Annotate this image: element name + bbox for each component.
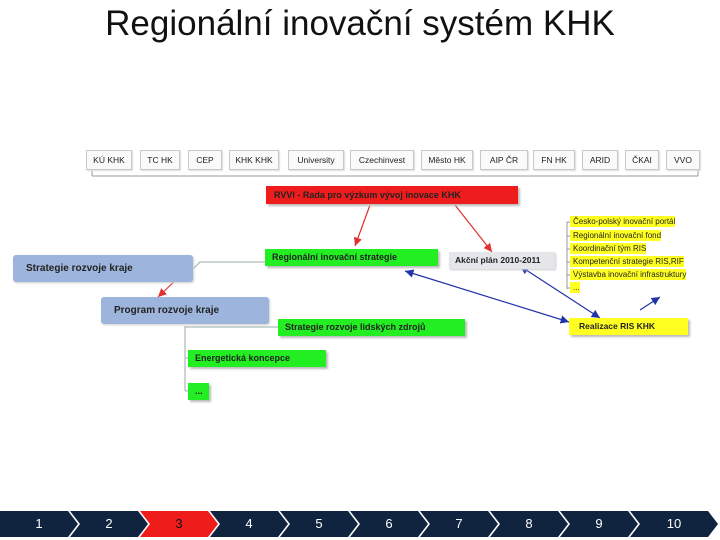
nav-item-2[interactable]: 2 bbox=[70, 511, 148, 537]
implementation-list: Česko-polský inovační portál Regionální … bbox=[570, 214, 708, 294]
nav-item-label: 3 bbox=[175, 516, 183, 531]
org-box: ARID bbox=[582, 150, 618, 170]
human-resources-box: Strategie rozvoje lidských zdrojů bbox=[278, 319, 465, 336]
energy-concept-box: Energetická koncepce bbox=[188, 350, 326, 367]
slide-navigation: 1 2 3 4 5 6 7 8 9 10 bbox=[0, 511, 720, 537]
regional-program-box: Program rozvoje kraje bbox=[101, 297, 269, 324]
nav-item-4[interactable]: 4 bbox=[210, 511, 288, 537]
nav-item-label: 8 bbox=[525, 516, 533, 531]
nav-item-3[interactable]: 3 bbox=[140, 511, 218, 537]
org-box: Město HK bbox=[421, 150, 473, 170]
org-box: CEP bbox=[188, 150, 222, 170]
ris-implementation-box: Realizace RIS KHK bbox=[569, 318, 688, 335]
slide-title: Regionální inovační systém KHK bbox=[105, 4, 615, 43]
rvvi-box: RVVI - Rada pro výzkum vývoj inovace KHK bbox=[266, 186, 518, 204]
nav-item-label: 4 bbox=[245, 516, 253, 531]
org-box: KHK KHK bbox=[229, 150, 279, 170]
nav-item-label: 9 bbox=[595, 516, 603, 531]
nav-item-label: 1 bbox=[35, 516, 43, 531]
nav-item-label: 5 bbox=[315, 516, 323, 531]
org-box: KÚ KHK bbox=[86, 150, 132, 170]
org-box: VVO bbox=[666, 150, 700, 170]
list-item: Regionální inovační fond bbox=[570, 230, 662, 241]
list-item: Česko-polský inovační portál bbox=[570, 216, 676, 227]
ellipsis-box: ... bbox=[188, 383, 209, 400]
ris-strategy-box: Regionální inovační strategie bbox=[265, 249, 438, 266]
list-item: Koordinační tým RIS bbox=[570, 243, 647, 254]
org-box: FN HK bbox=[533, 150, 575, 170]
nav-item-8[interactable]: 8 bbox=[490, 511, 568, 537]
org-box: AIP ČR bbox=[480, 150, 528, 170]
nav-item-label: 2 bbox=[105, 516, 113, 531]
nav-item-label: 10 bbox=[666, 516, 682, 531]
list-item: Kompetenční strategie RIS,RIF bbox=[570, 256, 684, 267]
org-box: ČKAI bbox=[625, 150, 659, 170]
org-box: Czechinvest bbox=[350, 150, 414, 170]
nav-item-5[interactable]: 5 bbox=[280, 511, 358, 537]
nav-item-7[interactable]: 7 bbox=[420, 511, 498, 537]
nav-item-label: 6 bbox=[385, 516, 393, 531]
org-box: TC HK bbox=[140, 150, 180, 170]
nav-item-10[interactable]: 10 bbox=[630, 511, 718, 537]
nav-item-9[interactable]: 9 bbox=[560, 511, 638, 537]
list-item: Výstavba inovační infrastruktury bbox=[570, 269, 687, 280]
action-plan-box: Akční plán 2010-2011 bbox=[449, 252, 555, 269]
regional-strategy-box: Strategie rozvoje kraje bbox=[13, 255, 193, 282]
list-item: ... bbox=[570, 282, 580, 293]
org-box: University bbox=[288, 150, 344, 170]
nav-item-1[interactable]: 1 bbox=[0, 511, 78, 537]
nav-item-label: 7 bbox=[455, 516, 463, 531]
nav-item-6[interactable]: 6 bbox=[350, 511, 428, 537]
